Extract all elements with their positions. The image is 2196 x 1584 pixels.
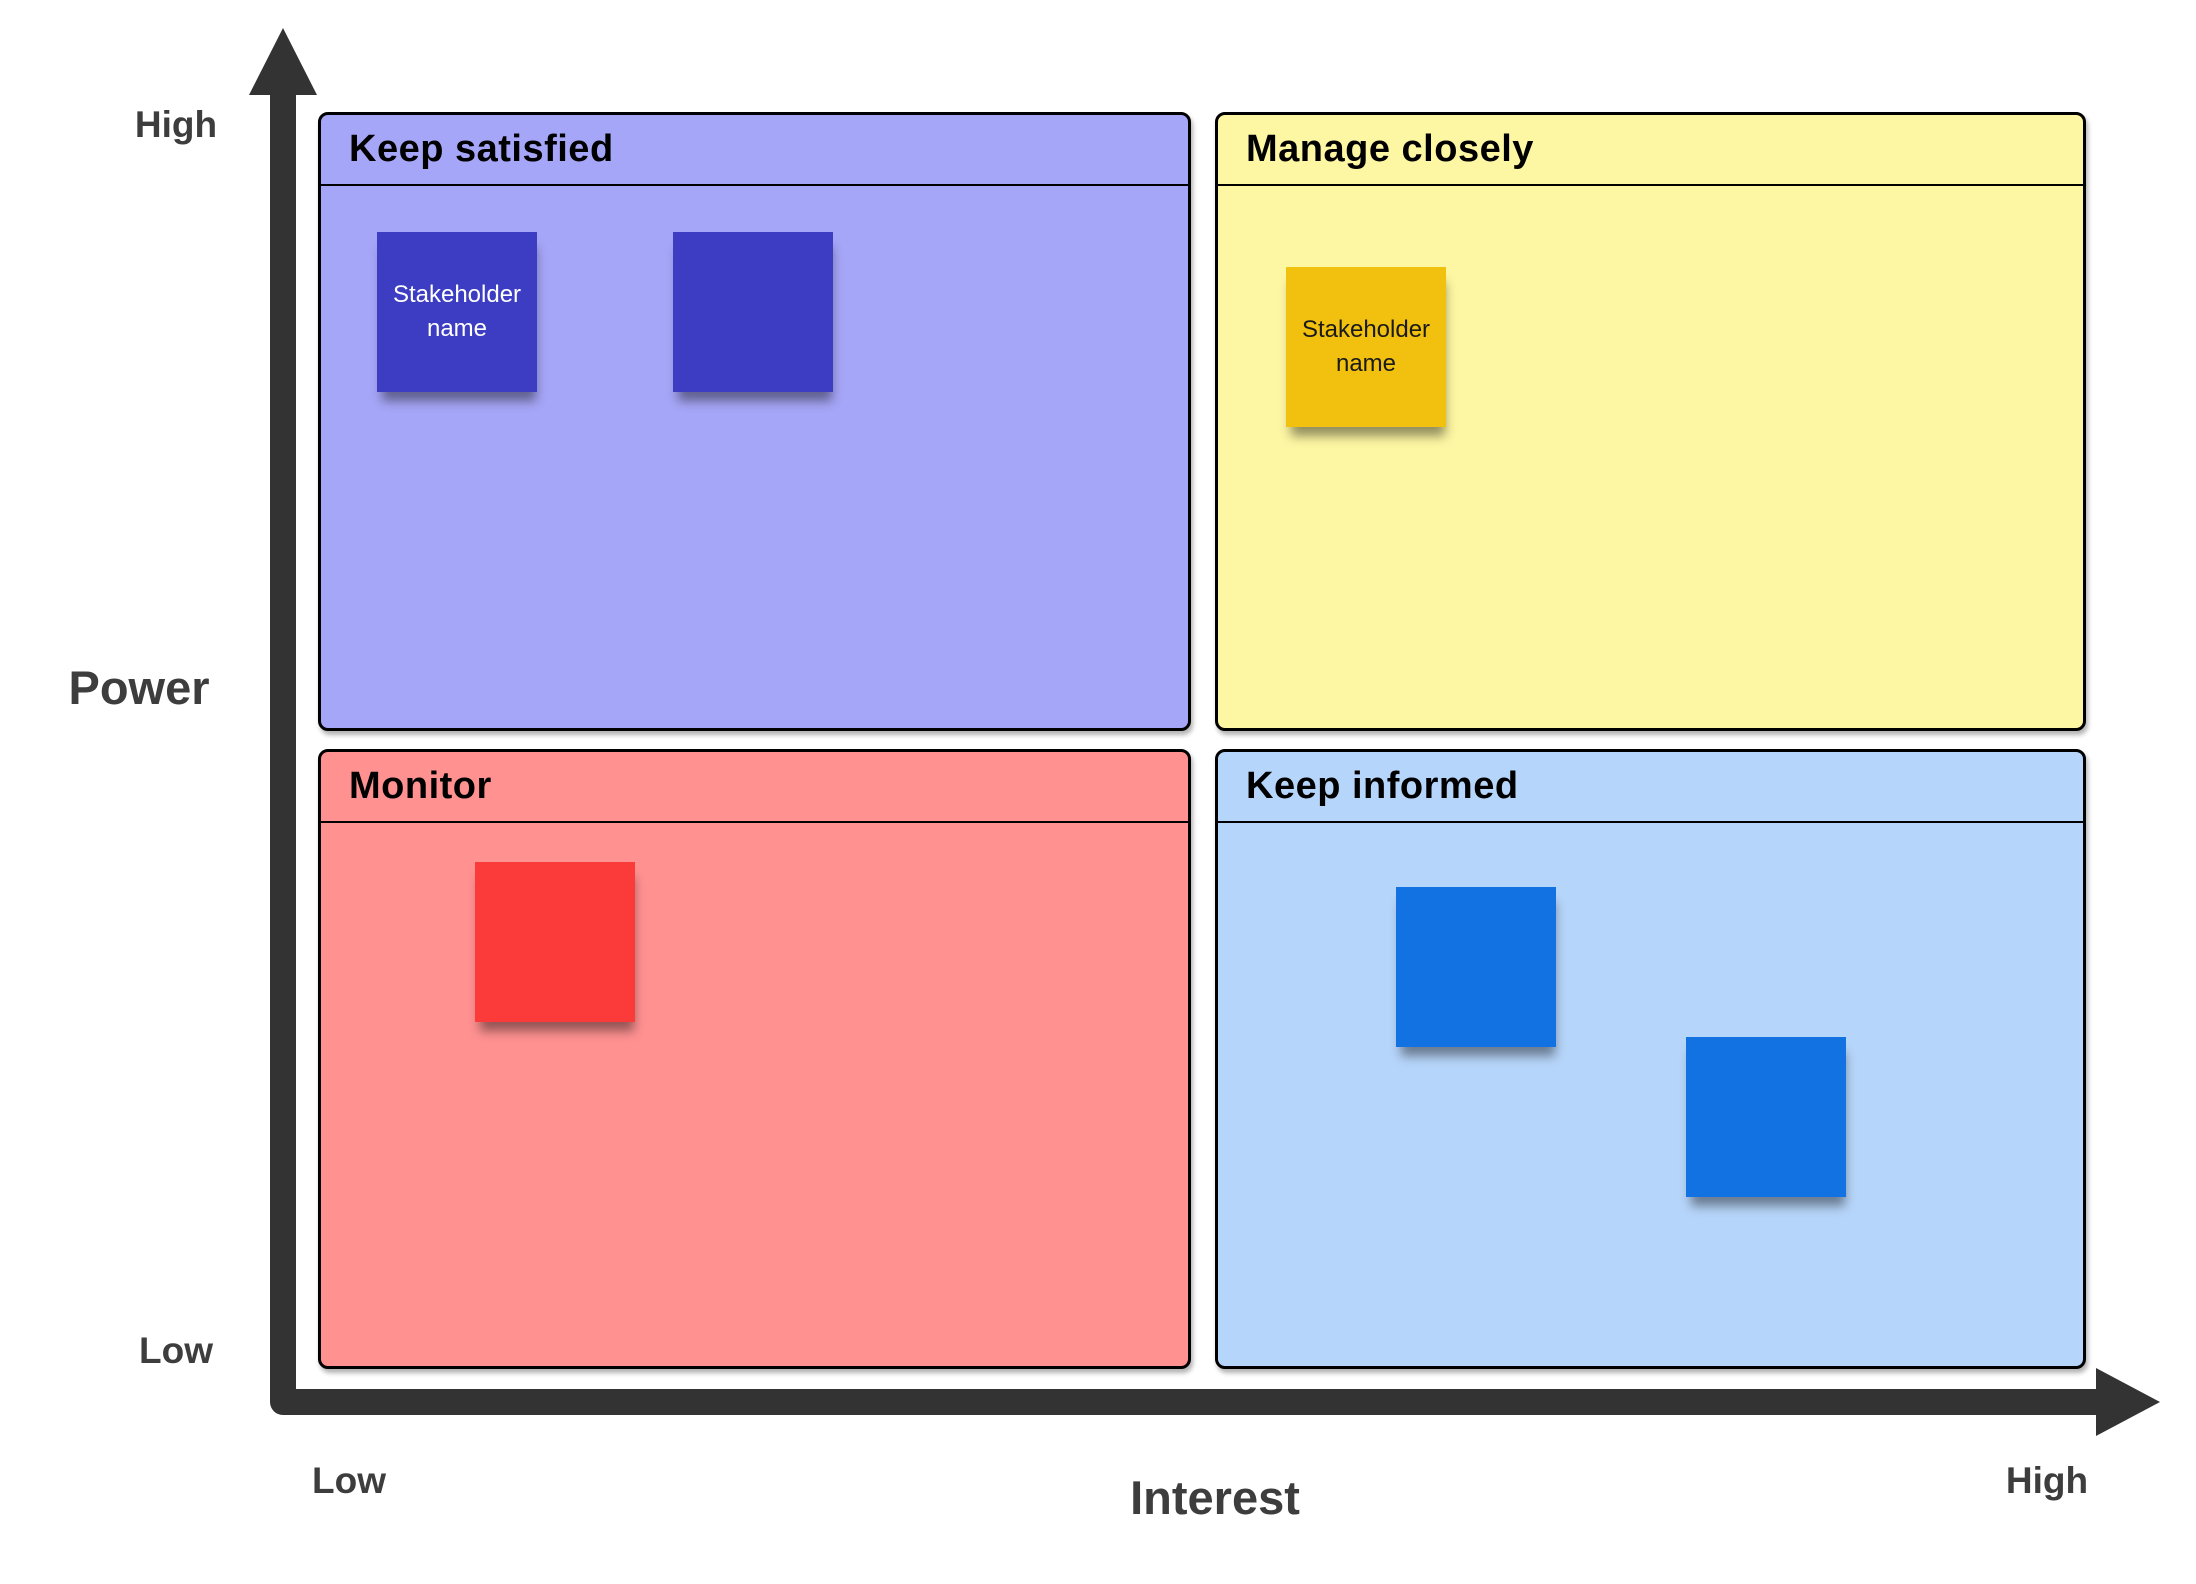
sticky-note-text: Stakeholder name <box>392 281 522 342</box>
power-axis-title: Power <box>68 661 210 714</box>
quadrant-keep-satisfied[interactable]: Keep satisfied <box>318 112 1191 731</box>
interest-axis-high-label: High <box>2005 1460 2089 1501</box>
axis-line <box>270 88 2102 1415</box>
interest-axis-arrowhead-icon <box>2096 1368 2160 1436</box>
quadrant-keep-informed[interactable]: Keep informed <box>1215 749 2086 1369</box>
sticky-note-manage-closely-1[interactable]: Stakeholder name <box>1286 267 1446 427</box>
interest-axis-low-label: Low <box>312 1460 386 1501</box>
quadrant-keep-satisfied-header: Keep satisfied <box>321 115 1188 186</box>
quadrant-title: Keep informed <box>1246 765 1519 807</box>
quadrant-title: Monitor <box>349 765 492 807</box>
quadrant-monitor[interactable]: Monitor <box>318 749 1191 1369</box>
sticky-note-keep-satisfied-1[interactable]: Stakeholder name <box>377 232 537 392</box>
quadrant-title: Keep satisfied <box>349 128 614 170</box>
sticky-note-text: Stakeholder name <box>1301 316 1431 377</box>
interest-axis-title: Interest <box>1130 1471 1300 1524</box>
sticky-note-keep-informed-1[interactable] <box>1396 887 1556 1047</box>
power-axis-high-label: High <box>134 104 218 145</box>
sticky-note-keep-informed-2[interactable] <box>1686 1037 1846 1197</box>
sticky-note-keep-satisfied-2[interactable] <box>673 232 833 392</box>
quadrant-keep-informed-header: Keep informed <box>1218 752 2083 823</box>
power-axis-low-label: Low <box>139 1330 213 1371</box>
quadrant-manage-closely-header: Manage closely <box>1218 115 2083 186</box>
power-axis-arrowhead-icon <box>249 28 317 95</box>
quadrant-title: Manage closely <box>1246 128 1534 170</box>
quadrant-monitor-header: Monitor <box>321 752 1188 823</box>
sticky-note-monitor-1[interactable] <box>475 862 635 1022</box>
